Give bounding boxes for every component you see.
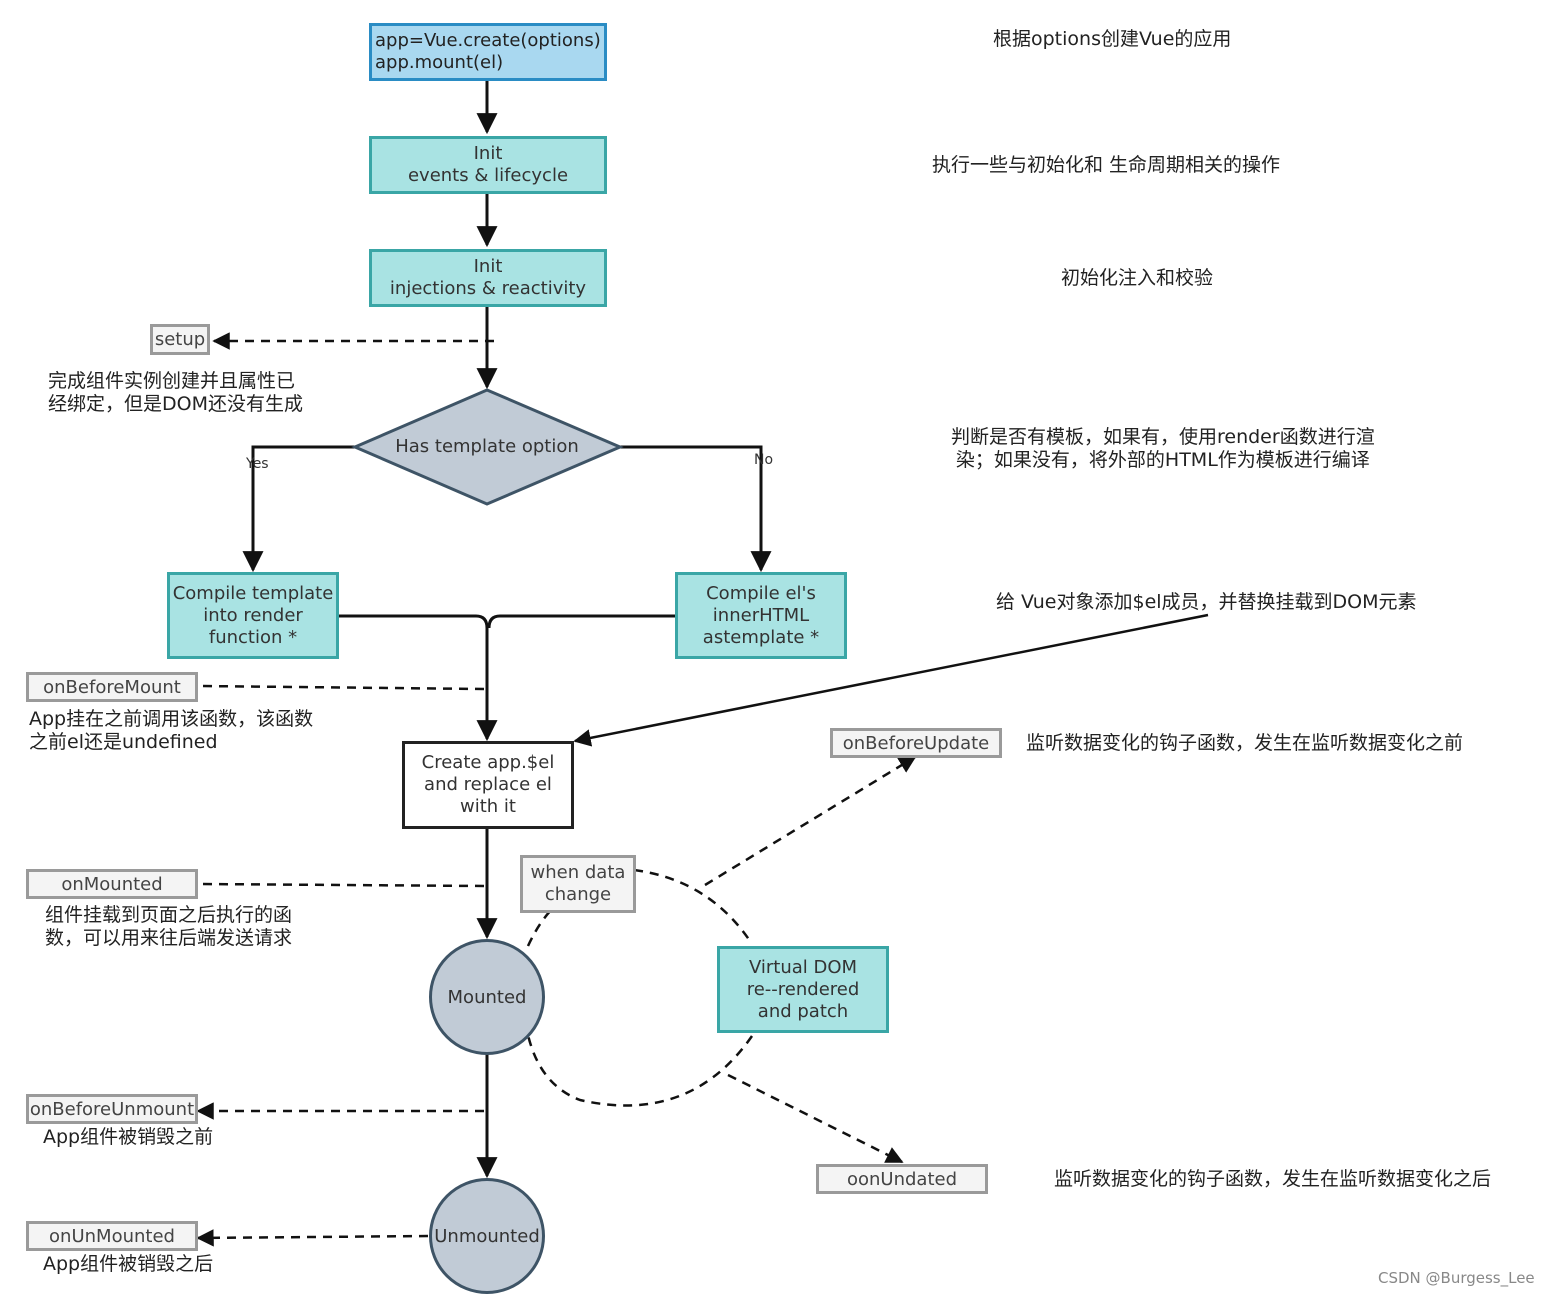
create-el-box: Create app.$el and replace el with it: [402, 741, 574, 829]
note-mounted: 组件挂载到页面之后执行的函 数，可以用来往后端发送请求: [45, 904, 293, 949]
note-init-events: 执行一些与初始化和 生命周期相关的操作: [932, 154, 1281, 176]
when-data-change-box: when data change: [520, 855, 636, 913]
no-label: No: [754, 452, 774, 468]
note-before-update: 监听数据变化的钩子函数，发生在监听数据变化之前: [1026, 732, 1464, 754]
note-el: 给 Vue对象添加$el成员，并替换挂载到DOM元素: [996, 591, 1417, 613]
on-mounted-hook: onMounted: [26, 869, 198, 899]
compile-template-box: Compile template into render function *: [167, 572, 339, 659]
note-updated: 监听数据变化的钩子函数，发生在监听数据变化之后: [1054, 1168, 1492, 1190]
mounted-circle: Mounted: [429, 939, 545, 1055]
note-decision: 判断是否有模板，如果有，使用render函数进行渲 染；如果没有，将外部的HTM…: [951, 426, 1375, 471]
note-before-mount: App挂在之前调用该函数，该函数 之前el还是undefined: [29, 708, 314, 753]
note-init-injections: 初始化注入和校验: [1061, 267, 1214, 289]
line-compile-el-join: [487, 614, 676, 629]
compile-el-box: Compile el's innerHTML astemplate *: [675, 572, 847, 659]
arrow-yes-branch: [242, 445, 355, 573]
decision-diamond: [351, 388, 624, 506]
dashed-to-before-update: [704, 755, 917, 887]
arrow-no-branch: [620, 445, 772, 573]
dashed-update-loop: [526, 868, 754, 1107]
unmounted-circle: Unmounted: [429, 1178, 545, 1294]
virtual-dom-box: Virtual DOM re--rendered and patch: [717, 946, 889, 1033]
on-unmounted-hook: onUnMounted: [26, 1221, 198, 1251]
on-before-update-hook: onBeforeUpdate: [830, 728, 1002, 758]
yes-label: Yes: [246, 456, 269, 472]
note-create: 根据options创建Vue的应用: [993, 28, 1232, 50]
create-app-box: app=Vue.create(options) app.mount(el): [369, 23, 607, 81]
setup-hook: setup: [150, 324, 210, 355]
on-before-unmount-hook: onBeforeUnmount: [26, 1094, 198, 1124]
note-unmounted: App组件被销毁之后: [43, 1253, 214, 1275]
decision-label: Has template option: [395, 436, 579, 457]
init-injections-box: Init injections & reactivity: [369, 249, 607, 307]
arrow-note-to-el: [573, 613, 1209, 747]
init-events-box: Init events & lifecycle: [369, 136, 607, 194]
credit-watermark: CSDN @Burgess_Lee: [1378, 1269, 1535, 1287]
dashed-before-mount: [199, 684, 485, 691]
on-updated-hook: oonUndated: [816, 1164, 988, 1194]
dashed-unmounted: [196, 1229, 429, 1247]
on-before-mount-hook: onBeforeMount: [26, 672, 198, 702]
note-setup: 完成组件实例创建并且属性已 经绑定，但是DOM还没有生成: [48, 370, 303, 415]
note-before-unmount: App组件被销毁之前: [43, 1126, 214, 1148]
dashed-mounted: [199, 882, 485, 888]
dashed-to-updated: [727, 1073, 904, 1164]
arrow-compile-template-to-create: [338, 614, 498, 742]
